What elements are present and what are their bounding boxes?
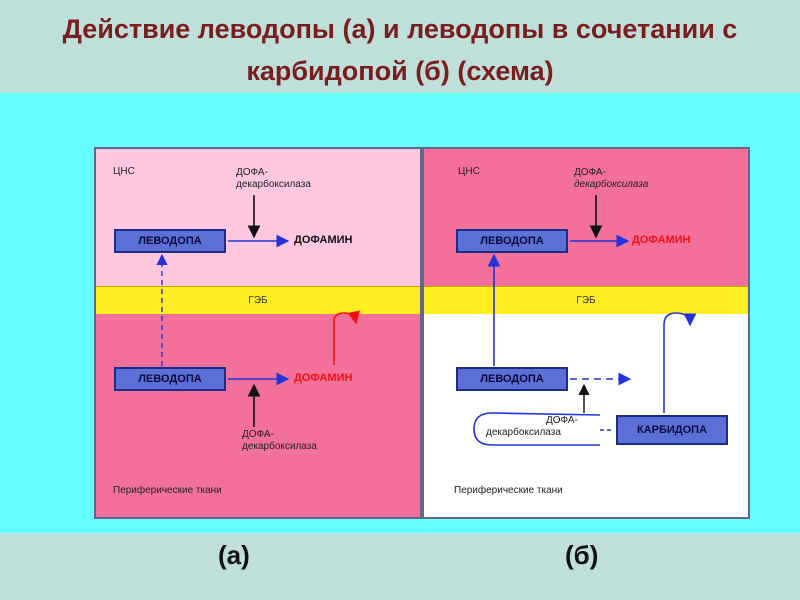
blood-brain-barrier: ГЭБ <box>424 286 748 316</box>
panel-b: ГЭБ ЦНС ДОФА- декарбоксилаза ЛЕВОДОПА ДО… <box>422 147 750 519</box>
enzyme-line-2: декарбоксилаза <box>486 427 561 438</box>
cns-label: ЦНС <box>113 166 135 177</box>
levodopa-box-bottom: ЛЕВОДОПА <box>114 367 226 391</box>
cns-zone <box>424 149 748 286</box>
peripheral-tissue-label: Периферические ткани <box>113 485 222 496</box>
cns-label: ЦНС <box>458 166 480 177</box>
enzyme-label-top: ДОФА- декарбоксилаза <box>574 167 648 191</box>
panel-b-arrows <box>473 195 697 446</box>
cns-zone <box>96 149 420 286</box>
enzyme-line-2: декарбоксилаза <box>236 179 311 190</box>
panel-a: ГЭБ ЦНС ДОФА- декарбоксилаза ЛЕВОДОПА ДО… <box>94 147 422 519</box>
caption-a: (а) <box>218 540 250 570</box>
blood-brain-barrier: ГЭБ <box>96 286 420 316</box>
slide-title: Действие леводопы (а) и леводопы в сочет… <box>62 14 738 86</box>
dopamine-label-top: ДОФАМИН <box>294 234 353 246</box>
caption-b: (б) <box>565 540 599 570</box>
carbidopa-box: КАРБИДОПА <box>616 415 728 445</box>
dopamine-label-bottom: ДОФАМИН <box>294 372 353 384</box>
levodopa-box-top: ЛЕВОДОПА <box>114 229 226 253</box>
enzyme-line-1: ДОФА- <box>574 167 606 178</box>
panel-a-arrows <box>156 195 361 427</box>
dopamine-label-top: ДОФАМИН <box>632 234 691 246</box>
enzyme-label-bottom: ДОФА- декарбоксилаза <box>486 415 578 439</box>
enzyme-line-2: декарбоксилаза <box>574 179 649 190</box>
carbidopa-no-crossing-arrow <box>663 312 697 413</box>
enzyme-label-top: ДОФА- декарбоксилаза <box>236 167 311 191</box>
enzyme-line-1: ДОФА- <box>242 429 274 440</box>
enzyme-line-1: ДОФА- <box>546 415 578 426</box>
levodopa-box-bottom: ЛЕВОДОПА <box>456 367 568 391</box>
enzyme-line-1: ДОФА- <box>236 167 268 178</box>
enzyme-loop <box>473 412 601 446</box>
levodopa-box-top: ЛЕВОДОПА <box>456 229 568 253</box>
periphery-zone <box>96 314 420 517</box>
dopamine-blocked-arrow <box>333 310 361 365</box>
enzyme-label-bottom: ДОФА- декарбоксилаза <box>242 429 317 453</box>
peripheral-tissue-label: Периферические ткани <box>454 485 563 496</box>
enzyme-line-2: декарбоксилаза <box>242 441 317 452</box>
